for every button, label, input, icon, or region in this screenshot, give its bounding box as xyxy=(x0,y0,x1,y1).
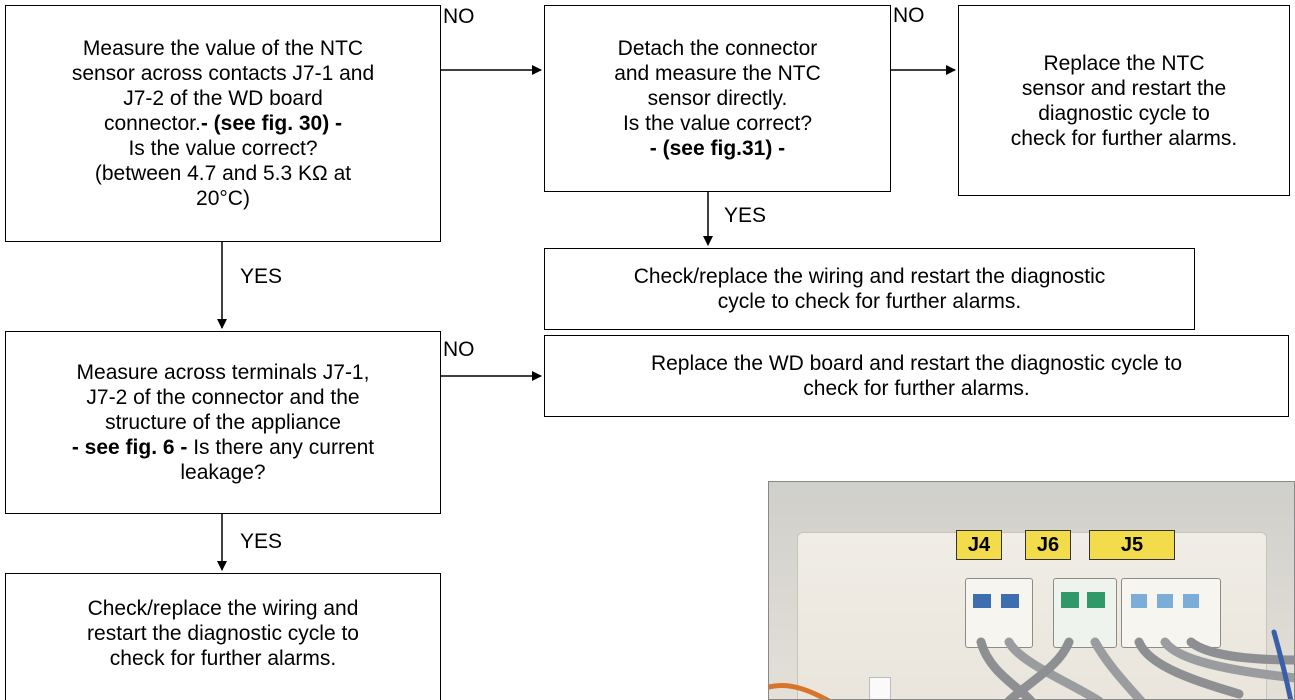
box-leakage-question: Is there any current xyxy=(187,436,375,459)
box-replace-ntc: Replace the NTC sensor and restart the d… xyxy=(958,5,1290,196)
box-leakage-line2: J7-2 of the connector and the xyxy=(86,386,360,409)
box-replace-ntc-line2: sensor and restart the xyxy=(1021,76,1227,100)
box-leakage-line1: Measure across terminals J7-1, xyxy=(76,361,370,384)
box-check-wiring-1-line1: Check/replace the wiring and restart the… xyxy=(633,265,1106,288)
box-leakage-line3: structure of the appliance xyxy=(105,411,341,434)
label-yes-3: YES xyxy=(240,530,283,553)
box-check-wiring-2: Check/replace the wiring and restart the… xyxy=(5,573,441,700)
box-measure-ntc-line7: 20°C) xyxy=(196,187,250,210)
box-replace-ntc-line1: Replace the NTC xyxy=(1043,51,1205,75)
box-check-wiring-1: Check/replace the wiring and restart the… xyxy=(544,248,1195,330)
box-detach-line3: sensor directly. xyxy=(647,87,788,110)
box-check-wiring-1-line2: cycle to check for further alarms. xyxy=(717,290,1022,313)
label-no-1: NO xyxy=(443,5,475,28)
label-yes-2: YES xyxy=(240,265,283,288)
box-detach-question: Is the value correct? xyxy=(622,112,813,135)
connector-photo: J4 J6 J5 xyxy=(768,481,1295,700)
board-sticker xyxy=(869,677,891,699)
box-replace-board-line1: Replace the WD board and restart the dia… xyxy=(650,352,1183,375)
fig-30-reference: - (see fig. 30) - xyxy=(200,112,343,135)
box-measure-ntc-line1: Measure the value of the NTC xyxy=(82,37,364,60)
box-detach-connector: Detach the connector and measure the NTC… xyxy=(544,5,891,192)
label-no-3: NO xyxy=(443,338,475,361)
tag-j5: J5 xyxy=(1089,530,1175,560)
box-measure-leakage: Measure across terminals J7-1, J7-2 of t… xyxy=(5,331,441,514)
box-measure-ntc-line4a: connector. xyxy=(103,112,201,135)
box-measure-ntc-line3: J7-2 of the WD board xyxy=(123,87,323,110)
box-replace-ntc-line3: diagnostic cycle to xyxy=(1038,101,1210,125)
tag-j4: J4 xyxy=(956,530,1002,560)
box-check-wiring-2-line3: check for further alarms. xyxy=(109,646,337,670)
box-check-wiring-2-line1: Check/replace the wiring and xyxy=(87,596,359,620)
box-measure-ntc-line6: (between 4.7 and 5.3 KΩ at xyxy=(94,162,352,185)
box-measure-ntc-question: Is the value correct? xyxy=(128,137,318,160)
fig-31-reference: - (see fig.31) - xyxy=(649,137,786,160)
tag-j6: J6 xyxy=(1025,530,1071,560)
connector-j4 xyxy=(965,578,1033,648)
box-replace-board-line2: check for further alarms. xyxy=(803,377,1030,400)
box-measure-ntc: Measure the value of the NTC sensor acro… xyxy=(5,5,441,242)
box-leakage-line5: leakage? xyxy=(180,461,266,484)
box-replace-ntc-line4: check for further alarms. xyxy=(1010,126,1238,150)
connector-j6 xyxy=(1053,578,1117,648)
fig-6-reference: - see fig. 6 - xyxy=(71,436,188,459)
box-measure-ntc-line2: sensor across contacts J7-1 and xyxy=(71,62,375,85)
box-detach-line1: Detach the connector xyxy=(617,37,818,60)
box-replace-board: Replace the WD board and restart the dia… xyxy=(544,335,1289,417)
box-detach-line2: and measure the NTC xyxy=(614,62,821,85)
wiring-harness xyxy=(769,592,1294,699)
box-check-wiring-2-line2: restart the diagnostic cycle to xyxy=(87,621,359,645)
label-yes-1: YES xyxy=(724,204,767,227)
label-no-2: NO xyxy=(893,4,925,27)
